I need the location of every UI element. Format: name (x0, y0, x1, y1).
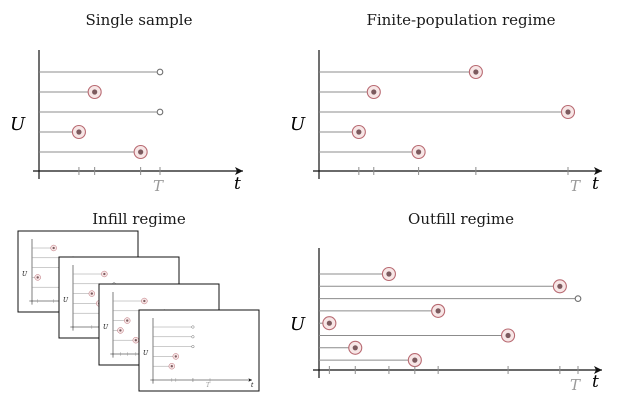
single-event-dot (76, 129, 82, 135)
infill-card-event-dot (174, 355, 177, 358)
infill-card-event-dot (126, 319, 129, 322)
outfill-panel: U t T (290, 248, 602, 394)
single-u-label: U (10, 114, 26, 135)
single-sample-title: Single sample (86, 11, 193, 29)
outfill-event-dot (386, 271, 392, 277)
single-censored-marker (156, 68, 164, 76)
infill-card-censored-marker (191, 335, 195, 339)
infill-card-u-label: U (63, 297, 69, 304)
outfill-T-label: T (570, 376, 581, 394)
outfill-u-label: U (290, 314, 306, 335)
finite-event-dot (356, 129, 362, 135)
infill-card-x-axis-arrow (248, 378, 252, 382)
infill-card: Ut T (138, 309, 260, 392)
infill-card-event-dot (143, 299, 146, 303)
outfill-x-axis-arrow (594, 366, 602, 374)
single-censored-marker (156, 108, 164, 116)
infill-title: Infill regime (92, 210, 186, 228)
infill-card-event-dot (90, 292, 93, 295)
outfill-event-dot (505, 332, 511, 339)
infill-card-event-dot (36, 276, 39, 279)
infill-card-u-label: U (22, 271, 28, 278)
infill-card-t-label: t (251, 382, 254, 389)
outfill-event-dot (412, 357, 418, 363)
finite-u-label: U (290, 114, 306, 135)
single-t-label: t (234, 174, 241, 194)
outfill-event-dot (435, 308, 441, 314)
outfill-t-label: t (592, 372, 599, 392)
infill-card-event-dot (134, 339, 137, 342)
outfill-event-dot (352, 345, 358, 351)
infill-card-event-dot (119, 329, 122, 332)
finite-event-dot (565, 109, 571, 115)
infill-card-frame (138, 309, 260, 392)
infill-card-censored-marker (191, 345, 195, 349)
finite-population-title: Finite-population regime (366, 11, 555, 29)
infill-card-event-dot (52, 246, 55, 250)
infill-card-censored-marker (191, 325, 195, 329)
single-x-axis-arrow (235, 167, 243, 175)
infill-card-u-label: U (103, 324, 109, 331)
single-event-dot (92, 89, 98, 95)
finite-event-dot (416, 149, 422, 155)
single-event-dot (138, 149, 144, 155)
single-sample-panel: U t T (10, 50, 243, 195)
finite-T-label: T (570, 177, 581, 195)
finite-x-axis-arrow (594, 167, 602, 175)
finite-population-panel: U t T (290, 50, 602, 195)
outfill-censored-marker (574, 295, 582, 302)
single-T-label: T (153, 177, 164, 195)
finite-event-dot (473, 69, 479, 75)
outfill-event-dot (557, 283, 563, 289)
infill-card-u-label: U (143, 350, 149, 357)
infill-card-event-dot (170, 365, 173, 368)
finite-event-dot (371, 89, 377, 95)
infill-card-event-dot (103, 272, 106, 276)
infill-card-T-label: T (206, 382, 211, 389)
outfill-title: Outfill regime (408, 210, 514, 228)
outfill-event-dot (326, 320, 332, 326)
infill-panel: U U U Ut T (17, 230, 260, 392)
finite-t-label: t (592, 174, 599, 194)
